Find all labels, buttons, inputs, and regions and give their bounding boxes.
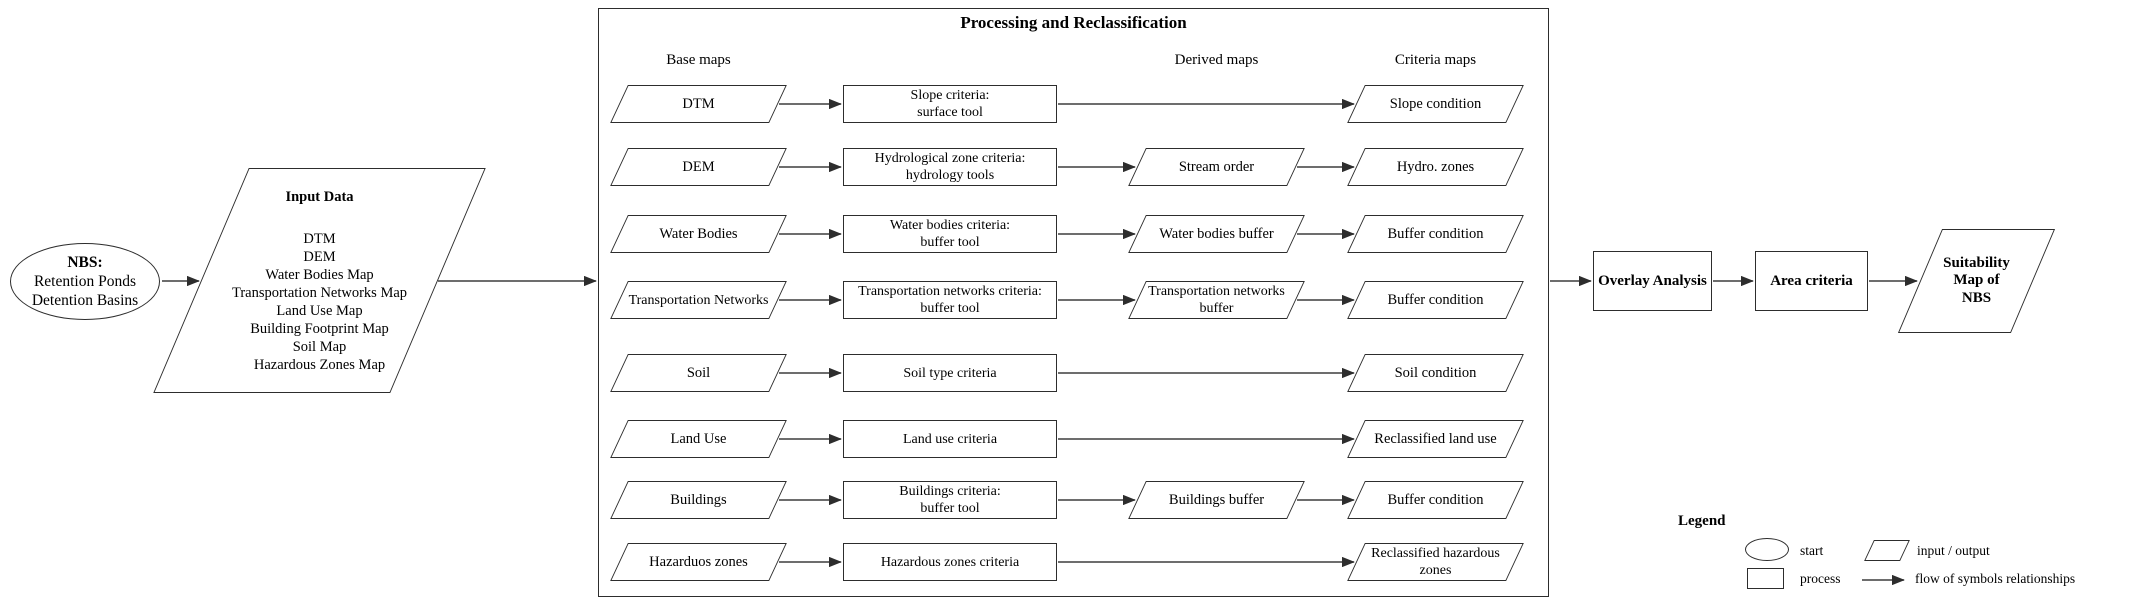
base-map-label: Hazarduos zones xyxy=(649,553,748,570)
base-map-soil: Soil xyxy=(610,354,787,392)
process-label-line: Buildings criteria: xyxy=(899,484,1001,499)
process-label-line: Water bodies criteria: xyxy=(889,218,1011,233)
process-hazardous-zones-criteria: Hazardous zones criteria xyxy=(843,543,1057,581)
criteria-label: Slope condition xyxy=(1389,95,1482,112)
criteria-hydro-zones: Hydro. zones xyxy=(1347,148,1524,186)
derived-transportation-networks-buffer: Transportation networks buffer xyxy=(1128,281,1305,319)
criteria-buffer-condition-water: Buffer condition xyxy=(1347,215,1524,253)
criteria-buffer-condition-transportation: Buffer condition xyxy=(1347,281,1524,319)
result-label-line: Map of xyxy=(1953,272,2000,289)
base-map-hazardous-zones: Hazarduos zones xyxy=(610,543,787,581)
process-label-line: Hydrological zone criteria: xyxy=(874,151,1026,166)
derived-label: Water bodies buffer xyxy=(1159,225,1274,242)
process-label-line: surface tool xyxy=(917,105,983,120)
input-data-title: Input Data xyxy=(285,188,354,205)
process-label-line: buffer tool xyxy=(920,501,980,516)
legend-process-label: process xyxy=(1800,571,1841,586)
process-label-line: buffer tool xyxy=(920,301,980,316)
area-criteria-label: Area criteria xyxy=(1770,273,1853,289)
derived-label: Stream order xyxy=(1178,158,1255,175)
criteria-reclassified-land-use: Reclassified land use xyxy=(1347,420,1524,458)
start-line-2: Detention Basins xyxy=(31,292,139,309)
criteria-buffer-condition-buildings: Buffer condition xyxy=(1347,481,1524,519)
base-map-label: Water Bodies xyxy=(659,225,738,242)
result-label-line: Suitability xyxy=(1943,254,2010,271)
legend-input-output-parallelogram xyxy=(1864,540,1910,561)
input-item: DTM xyxy=(303,230,336,247)
input-item: Hazardous Zones Map xyxy=(253,356,386,373)
result-label-line: NBS xyxy=(1961,289,1992,306)
process-soil-type-criteria: Soil type criteria xyxy=(843,354,1057,392)
base-map-land-use: Land Use xyxy=(610,420,787,458)
base-map-label: DEM xyxy=(682,158,715,175)
criteria-label-line: Reclassified hazardous xyxy=(1371,546,1500,561)
process-label-line: Soil type criteria xyxy=(903,365,997,381)
input-item: Transportation Networks Map xyxy=(231,284,408,301)
process-land-use-criteria: Land use criteria xyxy=(843,420,1057,458)
derived-label: Buildings buffer xyxy=(1168,491,1265,508)
base-map-label: Buildings xyxy=(670,491,727,508)
base-map-water-bodies: Water Bodies xyxy=(610,215,787,253)
base-map-buildings: Buildings xyxy=(610,481,787,519)
legend-process-rectangle xyxy=(1747,568,1784,589)
criteria-soil-condition: Soil condition xyxy=(1347,354,1524,392)
base-map-label: Transportation Networks xyxy=(628,292,769,308)
derived-stream-order: Stream order xyxy=(1128,148,1305,186)
start-ellipse: NBS: Retention Ponds Detention Basins xyxy=(10,243,160,320)
criteria-label: Buffer condition xyxy=(1387,225,1484,242)
criteria-slope-condition: Slope condition xyxy=(1347,85,1524,123)
base-map-transportation-networks: Transportation Networks xyxy=(610,281,787,319)
process-water-bodies-criteria: Water bodies criteria: buffer tool xyxy=(843,215,1057,253)
base-map-dtm: DTM xyxy=(610,85,787,123)
input-item: Building Footprint Map xyxy=(250,320,389,337)
input-item: Water Bodies Map xyxy=(265,266,374,283)
legend-title: Legend xyxy=(1678,513,1726,529)
base-map-label: DTM xyxy=(682,95,715,112)
derived-buildings-buffer: Buildings buffer xyxy=(1128,481,1305,519)
suitability-map-parallelogram: Suitability Map of NBS xyxy=(1897,229,2056,333)
process-buildings-criteria: Buildings criteria: buffer tool xyxy=(843,481,1057,519)
criteria-reclassified-hazardous-zones: Reclassified hazardous zones xyxy=(1347,543,1524,581)
start-title: NBS: xyxy=(67,254,103,271)
legend-start-ellipse xyxy=(1745,538,1789,561)
process-label-line: buffer tool xyxy=(920,235,980,250)
criteria-label: Buffer condition xyxy=(1387,291,1484,308)
base-map-label: Soil xyxy=(686,364,711,381)
process-transportation-networks-criteria: Transportation networks criteria: buffer… xyxy=(843,281,1057,319)
input-item: DEM xyxy=(303,248,336,265)
process-label-line: hydrology tools xyxy=(905,168,995,183)
column-header-base-maps: Base maps xyxy=(666,52,731,68)
derived-label-line: Transportation networks xyxy=(1148,284,1285,299)
criteria-label: Soil condition xyxy=(1394,364,1477,381)
column-header-criteria-maps: Criteria maps xyxy=(1394,52,1477,68)
column-header-derived-maps: Derived maps xyxy=(1174,52,1259,68)
area-criteria-box: Area criteria xyxy=(1755,251,1868,311)
overlay-analysis-label: Overlay Analysis xyxy=(1598,273,1707,289)
legend-input-output-label: input / output xyxy=(1917,543,1990,558)
process-label-line: Slope criteria: xyxy=(910,88,990,103)
criteria-label: Buffer condition xyxy=(1387,491,1484,508)
process-label-line: Transportation networks criteria: xyxy=(858,284,1042,299)
process-hydrological-zone-criteria: Hydrological zone criteria: hydrology to… xyxy=(843,148,1057,186)
process-slope-criteria: Slope criteria: surface tool xyxy=(843,85,1057,123)
process-label-line: Hazardous zones criteria xyxy=(880,554,1020,570)
start-line-1: Retention Ponds xyxy=(33,273,137,290)
derived-label-line: buffer xyxy=(1199,301,1234,316)
input-item: Land Use Map xyxy=(276,302,363,319)
base-map-dem: DEM xyxy=(610,148,787,186)
base-map-label: Land Use xyxy=(670,430,727,447)
criteria-label: Reclassified land use xyxy=(1374,430,1497,447)
criteria-label: Hydro. zones xyxy=(1396,158,1475,175)
legend-start-label: start xyxy=(1800,543,1824,558)
criteria-label-line: zones xyxy=(1419,563,1452,578)
process-label-line: Land use criteria xyxy=(902,431,998,447)
overlay-analysis-box: Overlay Analysis xyxy=(1593,251,1712,311)
derived-water-bodies-buffer: Water bodies buffer xyxy=(1128,215,1305,253)
input-data-parallelogram: Input Data DTM DEM Water Bodies Map Tran… xyxy=(153,168,486,393)
legend-flow-label: flow of symbols relationships xyxy=(1915,571,2076,586)
input-item: Soil Map xyxy=(292,338,347,355)
processing-title: Processing and Reclassification xyxy=(960,13,1187,32)
